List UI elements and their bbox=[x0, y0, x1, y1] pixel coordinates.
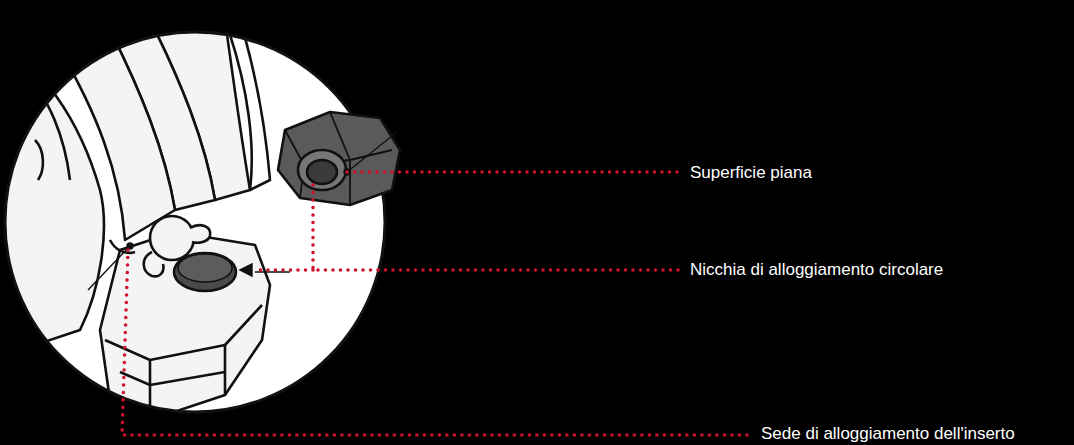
tool-contour bbox=[110, 240, 135, 253]
insert-lug bbox=[190, 225, 210, 243]
hex-nut-body bbox=[278, 112, 400, 205]
circular-recess-top bbox=[178, 254, 232, 282]
tool-drawing bbox=[0, 20, 270, 420]
leader-line bbox=[258, 268, 313, 272]
leader-dot bbox=[127, 243, 133, 249]
tool-contour bbox=[105, 305, 262, 360]
callout-label: Sede di alloggiamento dell'inserto bbox=[761, 424, 1074, 444]
insert-lug bbox=[144, 252, 164, 276]
leader-lines bbox=[122, 172, 752, 435]
tool-contour bbox=[35, 140, 43, 180]
leader-arrowhead bbox=[240, 264, 252, 276]
tool-contour bbox=[224, 345, 227, 395]
circular-recess bbox=[174, 253, 236, 291]
hex-nut bbox=[278, 112, 400, 205]
leader-line bbox=[347, 170, 680, 174]
hex-nut-bore bbox=[298, 150, 346, 190]
hex-nut-thread bbox=[307, 160, 337, 184]
hex-nut-edge bbox=[285, 112, 392, 205]
leader-tick bbox=[88, 248, 128, 290]
leader-tick bbox=[347, 132, 397, 172]
insert-seat bbox=[150, 216, 194, 260]
callout-label: Nicchia di alloggiamento circolare bbox=[690, 260, 1010, 280]
leader-line bbox=[122, 250, 752, 435]
leader-ticks bbox=[88, 132, 397, 290]
tool-contour bbox=[120, 372, 225, 385]
detail-circle-outline bbox=[5, 32, 385, 412]
tool-contour bbox=[149, 360, 152, 420]
callout-label: Superficie piana bbox=[690, 163, 1010, 183]
leader-line bbox=[313, 185, 680, 270]
tool-shank bbox=[60, 30, 175, 240]
